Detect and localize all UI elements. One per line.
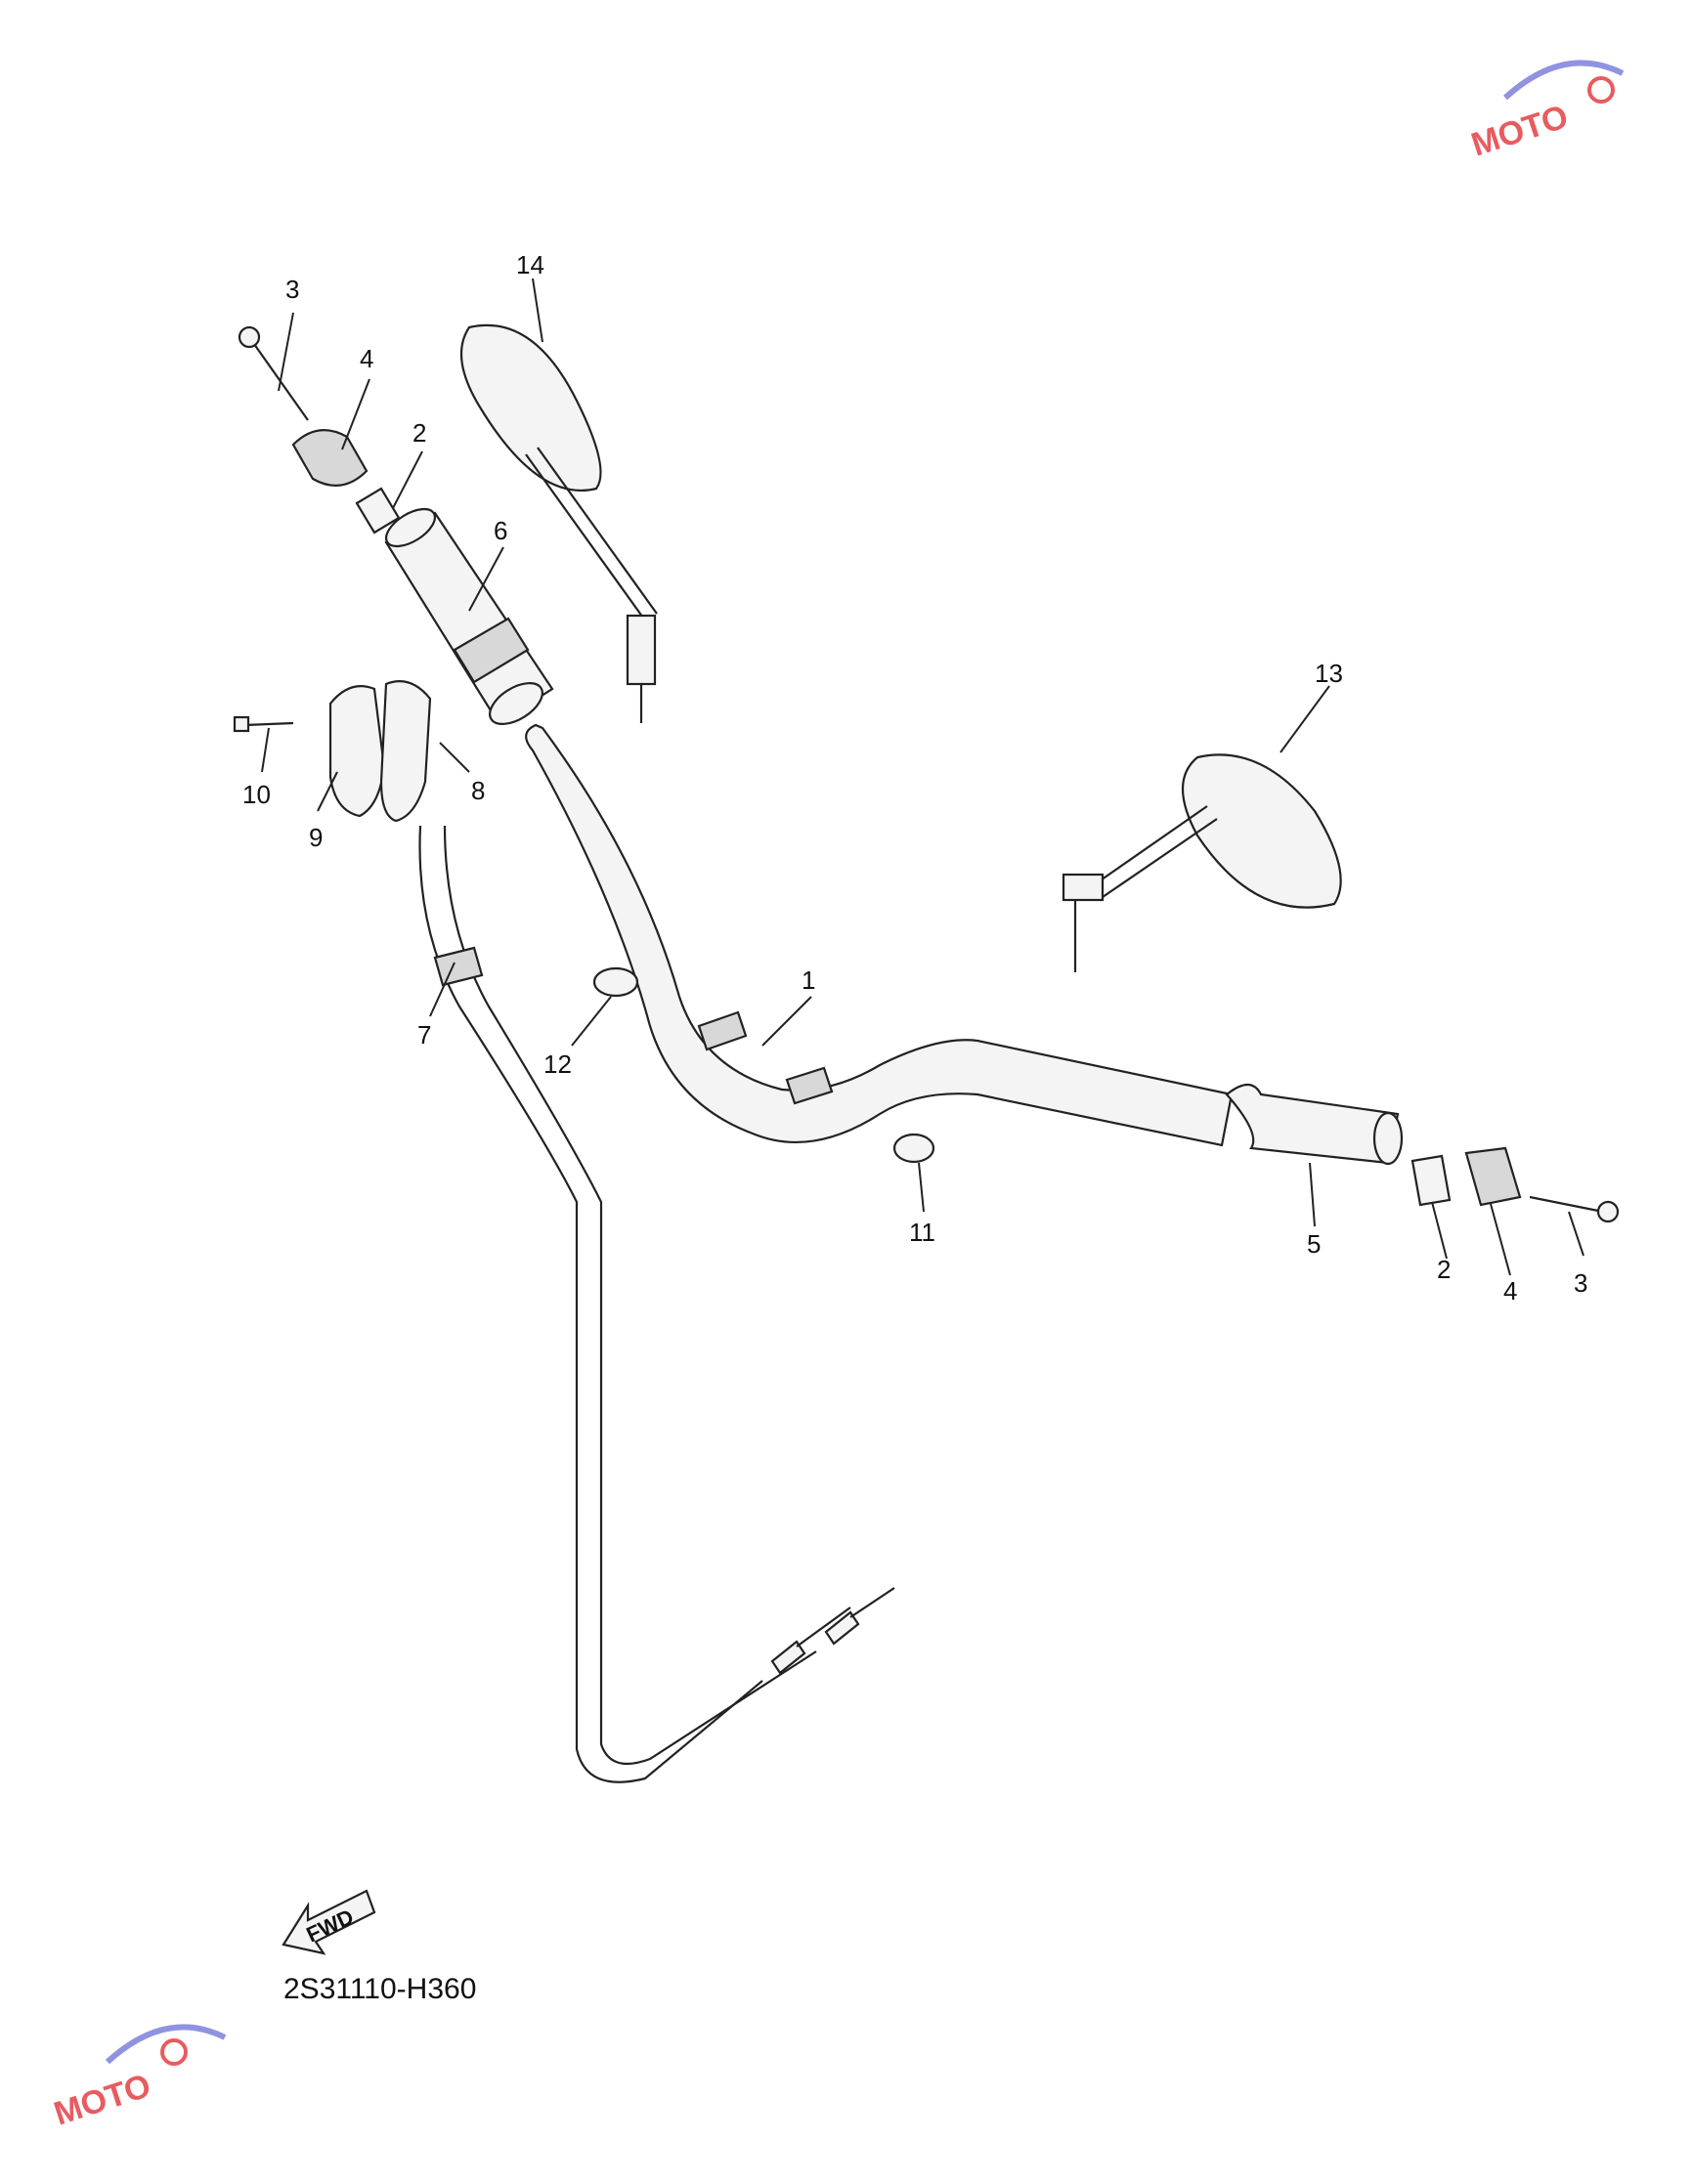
- right-mirror: [1062, 753, 1342, 972]
- svg-text:MOTO: MOTO: [50, 2067, 155, 2132]
- callout-3-right: 3: [1574, 1268, 1587, 1298]
- callout-13: 13: [1315, 659, 1343, 688]
- switch-housing: [233, 680, 432, 823]
- watermark-logo-top: MOTO: [1467, 60, 1625, 164]
- left-bar-end-assembly: [238, 325, 401, 535]
- left-grip: [384, 507, 554, 726]
- left-mirror: [459, 323, 658, 723]
- callout-12: 12: [543, 1049, 572, 1079]
- right-grip: [1225, 1083, 1404, 1166]
- part-code: 2S31110-H360: [283, 1973, 476, 2005]
- callout-2-left: 2: [412, 418, 426, 448]
- callout-leaders: [261, 278, 1584, 1276]
- handlebar: [525, 723, 1234, 1147]
- callout-10: 10: [242, 780, 271, 809]
- callout-14: 14: [516, 250, 544, 279]
- callout-9: 9: [309, 823, 323, 852]
- callout-8: 8: [471, 776, 485, 805]
- throttle-cable: [418, 825, 895, 1783]
- callout-1: 1: [802, 965, 815, 995]
- svg-text:MOTO: MOTO: [1467, 98, 1573, 163]
- cable-clamps: [592, 966, 935, 1164]
- fwd-arrow-icon: FWD: [282, 1889, 376, 1955]
- callout-11: 11: [909, 1218, 935, 1247]
- callout-4-left: 4: [360, 344, 373, 373]
- callout-3-left: 3: [285, 275, 299, 304]
- callout-4-right: 4: [1503, 1276, 1517, 1306]
- callout-2-right: 2: [1437, 1255, 1451, 1284]
- right-bar-end-assembly: [1410, 1146, 1620, 1223]
- callout-6: 6: [494, 516, 507, 545]
- callout-5: 5: [1307, 1229, 1321, 1259]
- watermark-logo-bottom: MOTO: [50, 2024, 227, 2133]
- callout-7: 7: [417, 1020, 431, 1049]
